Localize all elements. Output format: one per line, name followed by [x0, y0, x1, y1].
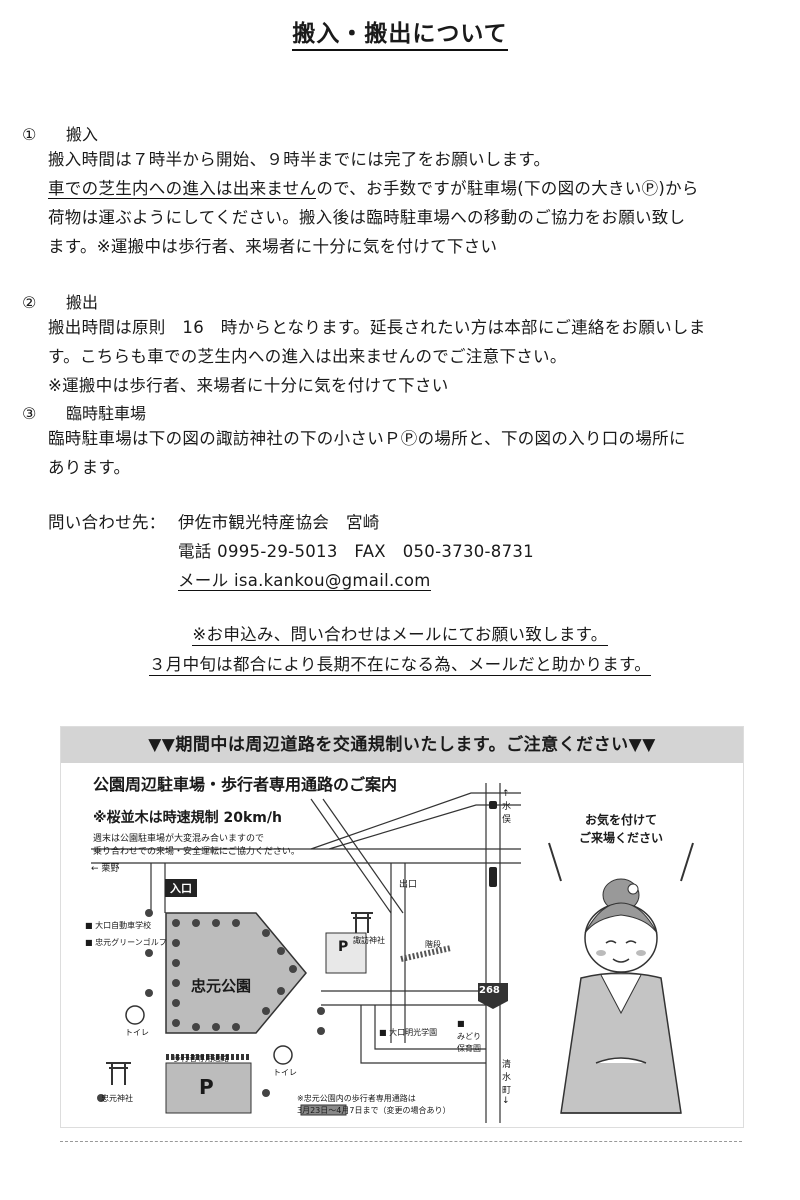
- speed-limit: ※桜並木は時速規制 20km/h: [93, 810, 282, 826]
- traffic-banner: ▼▼期間中は周辺道路を交通規制いたします。ご注意ください▼▼: [61, 727, 743, 763]
- label-midori-nursery: 保育園: [457, 1044, 481, 1053]
- bubble-line-2: ご来場ください: [578, 831, 663, 845]
- page-title: 搬入・搬出について: [0, 14, 800, 51]
- map-heading: 公園周辺駐車場・歩行者専用通路のご案内: [93, 775, 398, 794]
- label-ped-road: 歩行者専用通路: [173, 1054, 229, 1063]
- label-exit: 出口: [399, 880, 418, 890]
- label-meiko: ■ 大口明光学園: [379, 1028, 438, 1037]
- girl-illustration: [560, 878, 682, 1114]
- weekend-note-2: 乗り合わせでの来場・安全運転にご協力ください。: [93, 847, 300, 857]
- contact-org: 伊佐市観光特産協会 宮崎: [178, 513, 380, 532]
- label-toilet-1: トイレ: [125, 1028, 149, 1037]
- label-route: 268: [479, 985, 500, 996]
- large-parking-lot: [165, 1062, 252, 1114]
- label-park: 忠元公園: [191, 977, 252, 995]
- section-1-body: 搬入時間は７時半から開始、９時半までには完了をお願いします。 車での芝生内への進…: [48, 150, 699, 256]
- label-entrance: 入口: [165, 879, 197, 897]
- area-map: [91, 783, 694, 1123]
- legend-hatch: [300, 1104, 347, 1116]
- label-kiyomizu: 清水町 ↓: [502, 1060, 512, 1106]
- label-golf: ■ 忠元グリーンゴルフ: [85, 938, 167, 947]
- label-parking-large: P: [199, 1075, 214, 1099]
- label-parking-small: P: [338, 939, 349, 955]
- label-suwa-shrine: 諏訪神社: [353, 936, 385, 945]
- notice-line-1: ※お申込み、問い合わせはメールにてお願い致します。: [192, 625, 608, 646]
- torii-icon-tadamoto: [106, 1062, 131, 1085]
- map-panel: ▼▼期間中は周辺道路を交通規制いたします。ご注意ください▼▼: [60, 726, 744, 1128]
- small-parking-lot: [325, 932, 367, 974]
- route-shield: [478, 983, 508, 1009]
- contact-phone: 電話 0995-29-5013 FAX 050-3730-8731: [178, 542, 534, 561]
- bottom-divider: [60, 1141, 742, 1142]
- label-midori-marker: ■: [457, 1019, 465, 1028]
- contact-label: 問い合わせ先：: [48, 513, 166, 532]
- toilet-icon-1: [125, 1005, 145, 1025]
- bubble-line-1: お気を付けて: [584, 813, 657, 827]
- label-kurino: ← 栗野: [91, 864, 120, 874]
- label-tadamoto-shrine: 忠元神社: [101, 1094, 133, 1103]
- contact-mail[interactable]: メール isa.kankou@gmail.com: [178, 571, 431, 591]
- park-area: [165, 912, 307, 1034]
- legend-line-2: 3月23日～4月7日まで（変更の場合あり）: [297, 1106, 451, 1115]
- label-driving-school: ■ 大口自動車学校: [85, 921, 152, 930]
- label-stairs: 階段: [425, 940, 441, 949]
- torii-icon-suwa: [351, 912, 373, 933]
- section-3-body: 臨時駐車場は下の図の諏訪神社の下の小さいＰⓅの場所と、下の図の入り口の場所に あ…: [48, 429, 686, 477]
- toilet-icon-2: [273, 1045, 293, 1065]
- section-2-body: 搬出時間は原則 16 時からとなります。延長されたい方は本部にご連絡をお願いしま…: [48, 318, 706, 395]
- label-mizumata: ↑ 水俣: [502, 789, 512, 825]
- label-midori-name: みどり: [457, 1032, 481, 1041]
- notice-line-2: ３月中旬は都合により長期不在になる為、メールだと助かります。: [148, 655, 652, 676]
- legend-line-1: ※忠元公園内の歩行者専用通路は: [297, 1094, 416, 1103]
- weekend-note-1: 週末は公園駐車場が大変混み合いますので: [93, 834, 265, 844]
- label-toilet-2: トイレ: [273, 1068, 297, 1077]
